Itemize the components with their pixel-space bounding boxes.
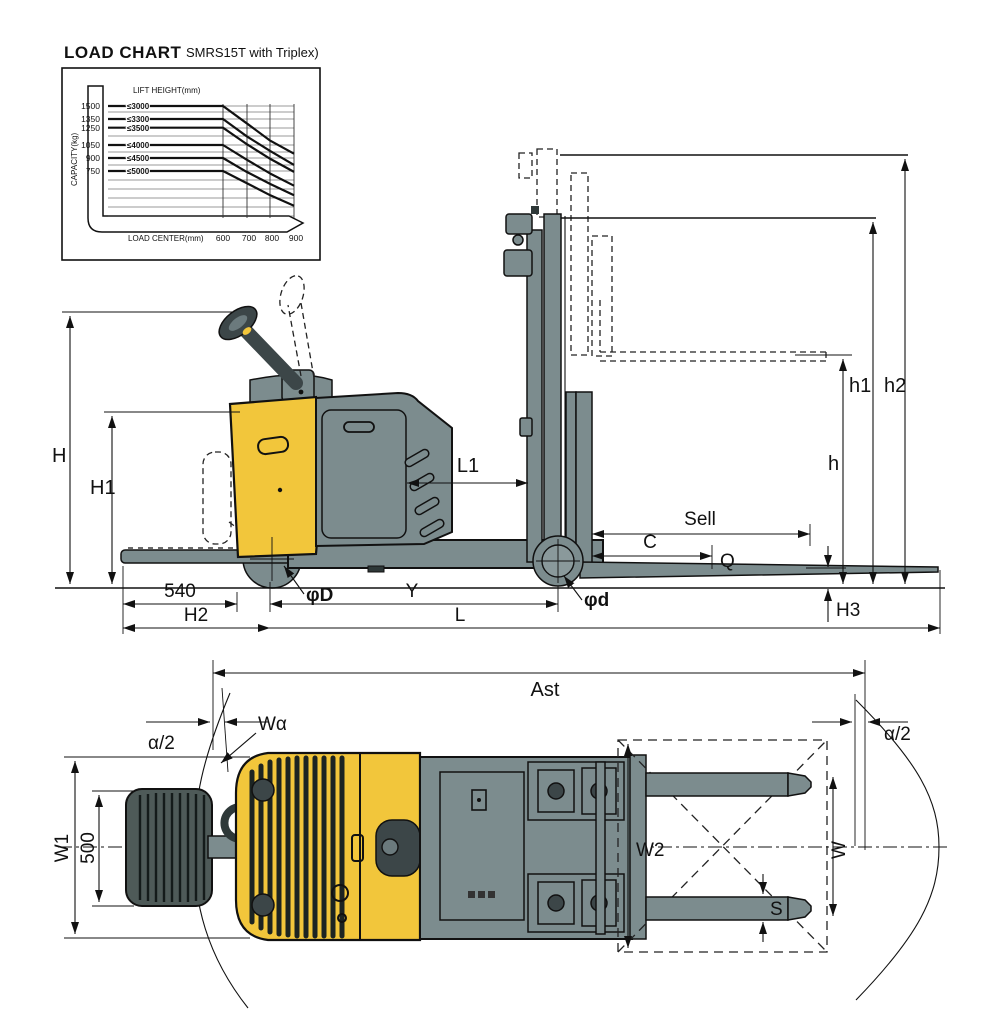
fork-blade xyxy=(579,561,939,579)
fork-upright xyxy=(575,391,593,571)
mast-rail-top-view xyxy=(595,761,606,935)
battery-lid xyxy=(321,409,407,539)
top-dimensions: Ast α/2 Wα α/2 W1 500 W2 xyxy=(52,660,911,948)
curve-label: ≤4000 xyxy=(127,141,150,150)
dim-label-ast: Ast xyxy=(531,679,560,701)
side-dimensions: H H1 h h1 h2 H3 L1 Sell xyxy=(52,159,941,634)
load-center-tick: 800 xyxy=(265,233,279,243)
yellow-cover-panel xyxy=(228,395,324,559)
panel-handle-cutout xyxy=(257,435,290,456)
dim-label-phiD: φD xyxy=(306,585,333,606)
dim-label-alpha-left: α/2 xyxy=(148,733,175,754)
dim-label-C: C xyxy=(643,532,657,553)
mast xyxy=(503,206,566,565)
capacity-axis-label: CAPACITY(kg) xyxy=(70,132,79,186)
tiller-shaft-joint xyxy=(381,838,399,856)
dim-label-wa: Wα xyxy=(258,714,287,735)
dim-label-h: h xyxy=(828,453,839,475)
capacity-tick: 750 xyxy=(86,166,100,176)
curve-label: ≤4500 xyxy=(127,154,150,163)
load-center-tick: 600 xyxy=(216,233,230,243)
load-center-axis-label: LOAD CENTER(mm) xyxy=(128,234,204,243)
dim-label-L1: L1 xyxy=(457,455,479,477)
capacity-tick: 900 xyxy=(86,153,100,163)
carriage-bar xyxy=(565,391,577,563)
load-center-tick: 900 xyxy=(289,233,303,243)
dim-label-H3: H3 xyxy=(836,600,860,621)
dim-label-s: S xyxy=(770,899,783,920)
dim-label-H: H xyxy=(52,445,66,467)
turning-arc-right xyxy=(855,699,940,1001)
carriage-plate-bottom xyxy=(527,873,625,933)
tiller-dashed-position xyxy=(279,275,315,379)
capacity-tick: 1250 xyxy=(81,123,100,133)
dim-label-h1: h1 xyxy=(849,375,871,397)
panel-cutout xyxy=(471,789,487,811)
panel-dot xyxy=(477,798,481,802)
capacity-curve xyxy=(108,143,295,187)
button-circle xyxy=(331,884,349,902)
lift-height-curve-labels: ≤3000 ≤3300 ≤3500 ≤4000 ≤4500 ≤5000 xyxy=(126,101,151,177)
tiller-handle-inner xyxy=(228,315,248,331)
capacity-ticks: 1500 1350 1250 1050 900 750 xyxy=(81,101,100,176)
top-view: Ast α/2 Wα α/2 W1 500 W2 xyxy=(52,660,948,1009)
dim-label-500: 500 xyxy=(78,832,99,864)
dim-label-Y: Y xyxy=(406,581,419,602)
caster-wheel-bottom xyxy=(251,893,275,917)
dim-label-540: 540 xyxy=(164,581,196,602)
lift-height-axis-label: LIFT HEIGHT(mm) xyxy=(133,86,201,95)
panel-dot xyxy=(277,487,283,493)
capacity-curve xyxy=(108,117,295,166)
capacity-tick: 1350 xyxy=(81,114,100,124)
dim-label-H1: H1 xyxy=(90,477,116,499)
curve-label: ≤3500 xyxy=(127,124,150,133)
capacity-curve xyxy=(108,156,295,197)
capacity-tick: 1050 xyxy=(81,140,100,150)
platform-ribs xyxy=(138,793,206,902)
forks-top-view xyxy=(645,772,812,921)
dim-label-h2: h2 xyxy=(884,375,906,397)
dim-label-sell: Sell xyxy=(684,509,716,530)
dim-label-w: W xyxy=(829,841,850,859)
dim-label-Q: Q xyxy=(720,551,735,572)
dim-label-alpha-right: α/2 xyxy=(884,724,911,745)
load-wheel-cross xyxy=(536,539,580,583)
dim-label-w1: W1 xyxy=(52,834,73,863)
chassis-bumper xyxy=(367,565,385,573)
curve-label: ≤3300 xyxy=(127,115,150,124)
load-chart-model: SMRS15T with Triplex) xyxy=(186,45,319,60)
capacity-curves xyxy=(108,104,295,207)
body-top-yellow xyxy=(234,751,422,942)
connector-blocks xyxy=(468,891,495,898)
tiller-button xyxy=(242,327,252,335)
load-chart-title: LOAD CHART xyxy=(64,43,181,62)
load-chart: LOAD CHART SMRS15T with Triplex) LIFT HE… xyxy=(61,43,321,261)
capacity-curve xyxy=(108,126,295,173)
drive-wheel-cross xyxy=(250,537,294,581)
tiller-arm xyxy=(239,324,303,390)
load-center-tick: 700 xyxy=(242,233,256,243)
dim-label-H2: H2 xyxy=(184,605,208,626)
lid-handle xyxy=(343,421,375,433)
dim-label-phid: φd xyxy=(584,590,609,611)
capacity-curve xyxy=(108,169,295,207)
pivot-bolt xyxy=(298,389,304,395)
body-slot xyxy=(351,834,364,862)
dim-label-L: L xyxy=(455,605,466,626)
curve-label: ≤5000 xyxy=(127,167,150,176)
side-view: H H1 h h1 h2 H3 L1 Sell xyxy=(52,148,945,634)
button-dot xyxy=(337,913,347,923)
caster-wheel-top xyxy=(251,778,275,802)
load-center-ticks: 600 700 800 900 xyxy=(216,233,303,243)
capacity-curve xyxy=(108,104,295,155)
dim-label-w2: W2 xyxy=(636,840,665,861)
capacity-tick: 1500 xyxy=(81,101,100,111)
curve-label: ≤3000 xyxy=(127,102,150,111)
raised-mast-dashed xyxy=(518,148,827,362)
carriage-plate-top xyxy=(527,761,625,821)
